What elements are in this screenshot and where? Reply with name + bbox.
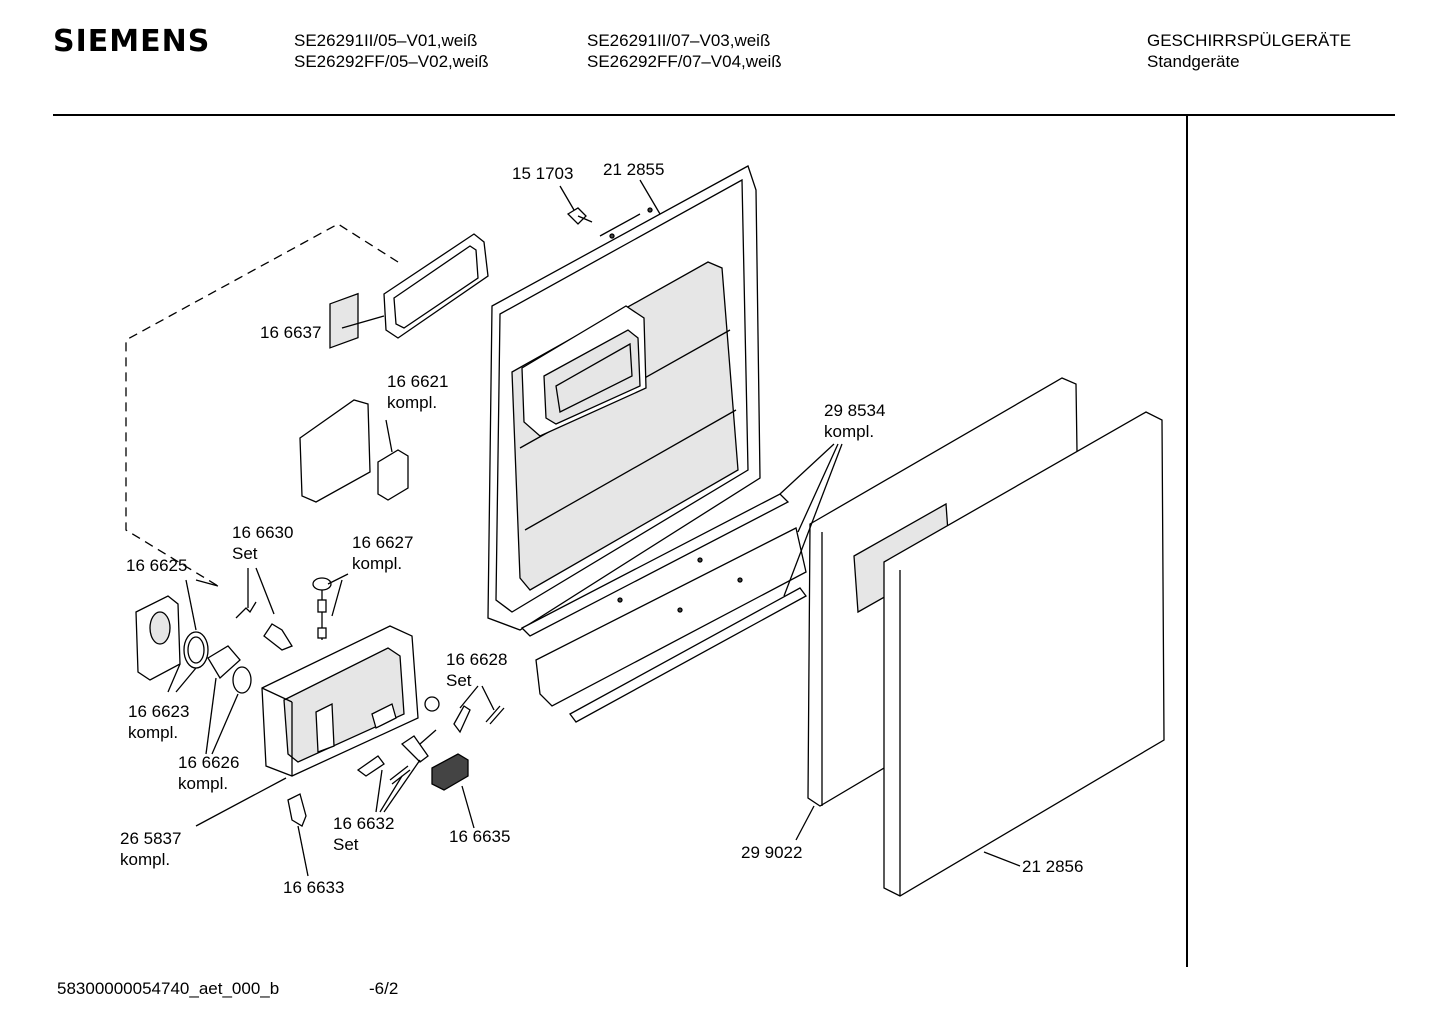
dispenser-housing	[261, 625, 419, 777]
part-label-166621: 16 6621 kompl.	[387, 371, 448, 413]
part-label-166621-number: 16 6621	[387, 372, 449, 391]
part-label-166632: 16 6632 Set	[333, 813, 394, 855]
screw	[566, 207, 593, 225]
part-label-166628-note: Set	[446, 671, 472, 690]
part-label-265837-note: kompl.	[120, 850, 171, 869]
part-label-298534: 29 8534 kompl.	[824, 400, 885, 442]
part-label-166628: 16 6628 Set	[446, 649, 507, 691]
category-title: GESCHIRRSPÜLGERÄTE	[1147, 31, 1352, 50]
plunger-assembly	[312, 577, 332, 640]
model-list-1: SE26291II/05–V01,weiß SE26292FF/05–V02,w…	[294, 30, 489, 72]
header-rule	[53, 114, 1395, 116]
brand-logo: SIEMENS	[53, 24, 211, 59]
hinge-rail	[520, 493, 807, 723]
part-label-212856: 21 2856	[1022, 857, 1084, 876]
sidebar-rule	[1186, 116, 1188, 967]
model-1: SE26291II/05–V01,weiß	[294, 31, 478, 50]
vent-cover	[299, 292, 409, 503]
part-label-298534-number: 29 8534	[824, 401, 886, 420]
assembly-dash-line	[125, 223, 399, 587]
part-label-166632-note: Set	[333, 835, 359, 854]
part-label-166626: 16 6626 kompl.	[178, 752, 239, 794]
part-label-298534-note: kompl.	[824, 422, 875, 441]
part-label-166626-note: kompl.	[178, 774, 229, 793]
model-2: SE26292FF/05–V02,weiß	[294, 52, 489, 71]
part-label-166630-number: 16 6630	[232, 523, 294, 542]
part-label-166633: 16 6633	[283, 878, 345, 897]
part-label-166637: 16 6637	[260, 323, 322, 342]
clip-part	[287, 793, 307, 827]
leader-lines	[167, 179, 1021, 877]
outer-door	[883, 411, 1165, 897]
part-label-265837: 26 5837 kompl.	[120, 828, 181, 870]
spring-set	[235, 601, 293, 651]
model-list-2: SE26291II/07–V03,weiß SE26292FF/07–V04,w…	[587, 30, 782, 72]
part-label-166625: 16 6625	[126, 556, 188, 575]
part-label-166635: 16 6635	[449, 827, 511, 846]
model-3: SE26291II/07–V03,weiß	[587, 31, 771, 50]
part-label-166630-note: Set	[232, 544, 258, 563]
model-4: SE26292FF/07–V04,weiß	[587, 52, 782, 71]
part-label-166632-number: 16 6632	[333, 814, 395, 833]
seal-frame	[383, 233, 489, 339]
part-label-166623: 16 6623 kompl.	[128, 701, 189, 743]
page-number: -6/2	[369, 979, 399, 998]
dispenser-lid	[135, 595, 252, 694]
part-label-212855: 21 2855	[603, 160, 665, 179]
category-block: GESCHIRRSPÜLGERÄTE Standgeräte	[1147, 30, 1351, 72]
part-label-166628-number: 16 6628	[446, 650, 508, 669]
part-label-166627-note: kompl.	[352, 554, 403, 573]
part-label-166623-number: 16 6623	[128, 702, 190, 721]
category-subtitle: Standgeräte	[1147, 52, 1240, 71]
part-label-151703: 15 1703	[512, 164, 574, 183]
part-label-265837-number: 26 5837	[120, 829, 182, 848]
part-label-166627-number: 16 6627	[352, 533, 414, 552]
part-label-166630: 16 6630 Set	[232, 522, 293, 564]
part-label-166623-note: kompl.	[128, 723, 179, 742]
inner-door-panel	[487, 165, 761, 631]
part-label-299022: 29 9022	[741, 843, 803, 862]
document-id: 58300000054740_aet_000_b	[57, 979, 280, 998]
part-label-166621-note: kompl.	[387, 393, 438, 412]
part-label-166627: 16 6627 kompl.	[352, 532, 413, 574]
part-label-166626-number: 16 6626	[178, 753, 240, 772]
lever-set	[356, 696, 505, 791]
